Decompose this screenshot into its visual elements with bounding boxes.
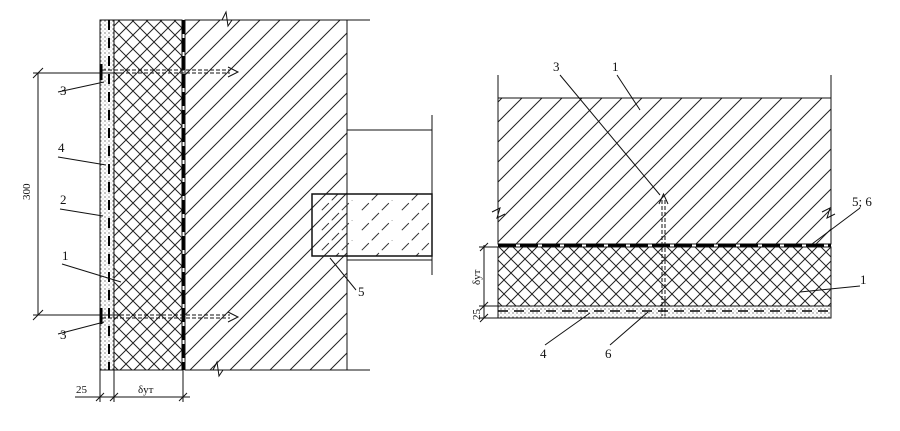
- dim-right-insulation-thickness: δут: [471, 269, 483, 285]
- break-mark-top: [221, 10, 233, 28]
- label-slab: 5: [358, 284, 365, 299]
- break-mark-left: [491, 207, 506, 219]
- break-mark-right: [821, 207, 836, 219]
- label-right-mesh: 4: [540, 346, 547, 361]
- label-right-insulation: 1: [860, 272, 867, 287]
- label-right-waterproofing: 5; 6: [852, 194, 872, 209]
- label-anchor-bottom: 3: [60, 327, 67, 342]
- ceiling-anchor: [658, 192, 669, 316]
- floor-slab: [311, 193, 433, 257]
- label-right-membrane: 6: [605, 346, 612, 361]
- label-insulation: 1: [62, 248, 69, 263]
- anchor-top: [99, 64, 240, 80]
- dim-plaster-thickness: 25: [76, 384, 88, 396]
- dim-right-plaster-thickness: 25: [471, 309, 483, 321]
- anchor-bottom: [99, 308, 240, 324]
- label-right-anchor: 3: [553, 59, 560, 74]
- left-wall-section: [32, 10, 433, 402]
- label-plaster: 2: [60, 192, 67, 207]
- ceiling-slab: [497, 97, 832, 245]
- break-mark-bottom: [212, 360, 224, 378]
- dim-anchor-spacing: 300: [21, 183, 33, 200]
- label-mesh: 4: [58, 140, 65, 155]
- right-ceiling-section: [479, 74, 861, 346]
- dim-insulation-thickness: δут: [138, 384, 154, 396]
- label-anchor-top: 3: [60, 83, 67, 98]
- insulation-layer: [113, 19, 183, 371]
- label-right-slab: 1: [612, 59, 619, 74]
